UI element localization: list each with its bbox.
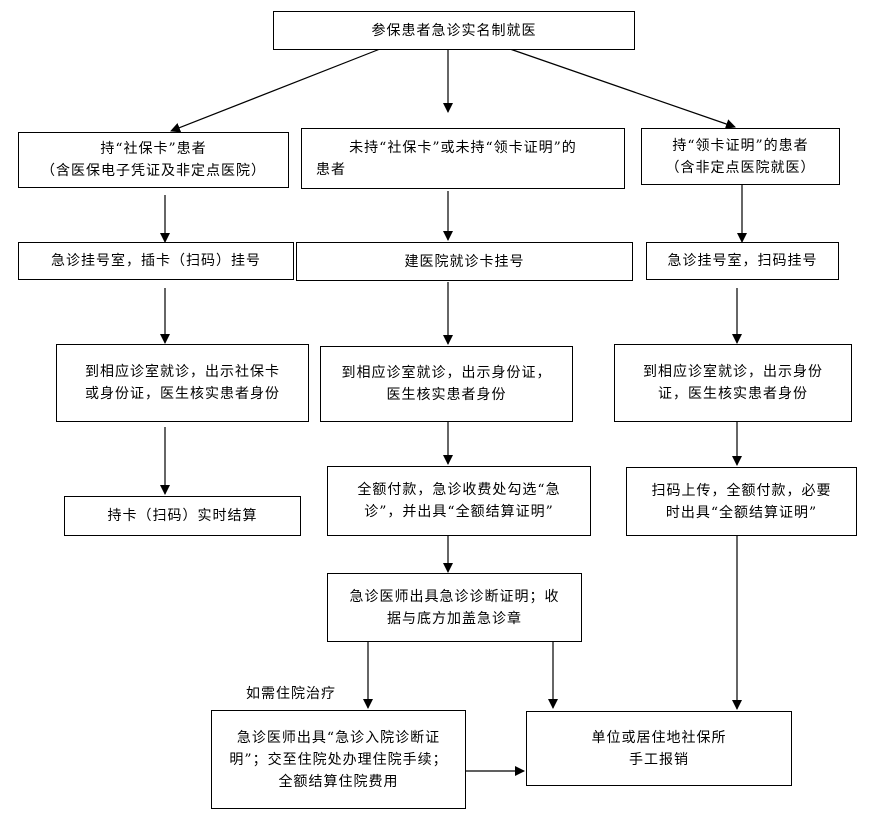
right-visit-box: 到相应诊室就诊，出示身份 证，医生核实患者身份: [614, 344, 852, 422]
hospitalization-line1: 急诊医师出具“急诊入院诊断证: [236, 729, 441, 746]
middle-header-line1: 未持“社保卡”或未持“领卡证明”的: [349, 139, 577, 156]
middle-visit-box: 到相应诊室就诊，出示身份证， 医生核实患者身份: [320, 346, 573, 422]
left-visit-line1: 到相应诊室就诊，出示社保卡: [85, 364, 280, 380]
reimburse-line2: 手工报销: [629, 751, 689, 768]
reimburse-box: 单位或居住地社保所 手工报销: [526, 711, 792, 786]
middle-register-text: 建医院就诊卡挂号: [404, 253, 525, 270]
hospitalization-line3: 全额结算住院费用: [278, 773, 399, 790]
right-pay-box: 扫码上传，全额付款，必要 时出具“全额结算证明”: [626, 467, 857, 536]
left-header-box: 持“社保卡”患者 （含医保电子凭证及非定点医院）: [18, 132, 289, 188]
middle-pay-line1: 全额付款，急诊收费处勾选“急: [357, 482, 561, 498]
left-register-text: 急诊挂号室，插卡（扫码）挂号: [51, 253, 261, 269]
middle-register-box: 建医院就诊卡挂号: [296, 242, 633, 281]
left-settle-text: 持卡（扫码）实时结算: [107, 508, 258, 524]
middle-stamp-box: 急诊医师出具急诊诊断证明；收 据与底方加盖急诊章: [327, 573, 582, 642]
left-header-line2: （含医保电子凭证及非定点医院）: [41, 163, 266, 179]
right-header-line2: （含非定点医院就医）: [665, 159, 816, 176]
middle-pay-line2: 诊”，并出具“全额结算证明”: [364, 504, 554, 520]
left-visit-box: 到相应诊室就诊，出示社保卡 或身份证，医生核实患者身份: [56, 344, 309, 422]
middle-visit-line1: 到相应诊室就诊，出示身份证，: [341, 365, 552, 381]
right-pay-line2: 时出具“全额结算证明”: [665, 504, 818, 521]
reimburse-line1: 单位或居住地社保所: [591, 729, 727, 746]
middle-header-line2: 患者: [316, 161, 346, 178]
arrow-top-to-left: [170, 48, 381, 133]
right-register-box: 急诊挂号室，扫码挂号: [646, 242, 839, 280]
left-settle-box: 持卡（扫码）实时结算: [64, 496, 301, 536]
right-pay-line1: 扫码上传，全额付款，必要: [651, 482, 832, 499]
middle-header-box: 未持“社保卡”或未持“领卡证明”的 患者: [301, 128, 625, 189]
middle-stamp-line2: 据与底方加盖急诊章: [387, 610, 522, 627]
hospitalization-line2: 明”；交至住院处办理住院手续；: [229, 751, 448, 768]
right-visit-line1: 到相应诊室就诊，出示身份: [643, 364, 823, 380]
hospitalization-condition-label: 如需住院治疗: [246, 686, 336, 702]
top-box: 参保患者急诊实名制就医: [273, 11, 635, 50]
right-header-line1: 持“领卡证明”的患者: [672, 137, 809, 154]
arrow-top-to-right: [509, 48, 736, 129]
middle-pay-box: 全额付款，急诊收费处勾选“急 诊”，并出具“全额结算证明”: [327, 466, 591, 536]
middle-stamp-line1: 急诊医师出具急诊诊断证明；收: [349, 588, 560, 605]
top-box-text: 参保患者急诊实名制就医: [371, 22, 537, 39]
left-visit-line2: 或身份证，医生核实患者身份: [85, 386, 280, 402]
hospitalization-box: 急诊医师出具“急诊入院诊断证 明”；交至住院处办理住院手续； 全额结算住院费用: [211, 710, 466, 809]
middle-visit-line2: 医生核实患者身份: [386, 387, 507, 403]
right-register-text: 急诊挂号室，扫码挂号: [667, 253, 818, 269]
right-visit-line2: 证，医生核实患者身份: [658, 386, 808, 402]
left-header-line1: 持“社保卡”患者: [100, 141, 207, 157]
right-header-box: 持“领卡证明”的患者 （含非定点医院就医）: [641, 128, 840, 185]
left-register-box: 急诊挂号室，插卡（扫码）挂号: [18, 242, 294, 280]
